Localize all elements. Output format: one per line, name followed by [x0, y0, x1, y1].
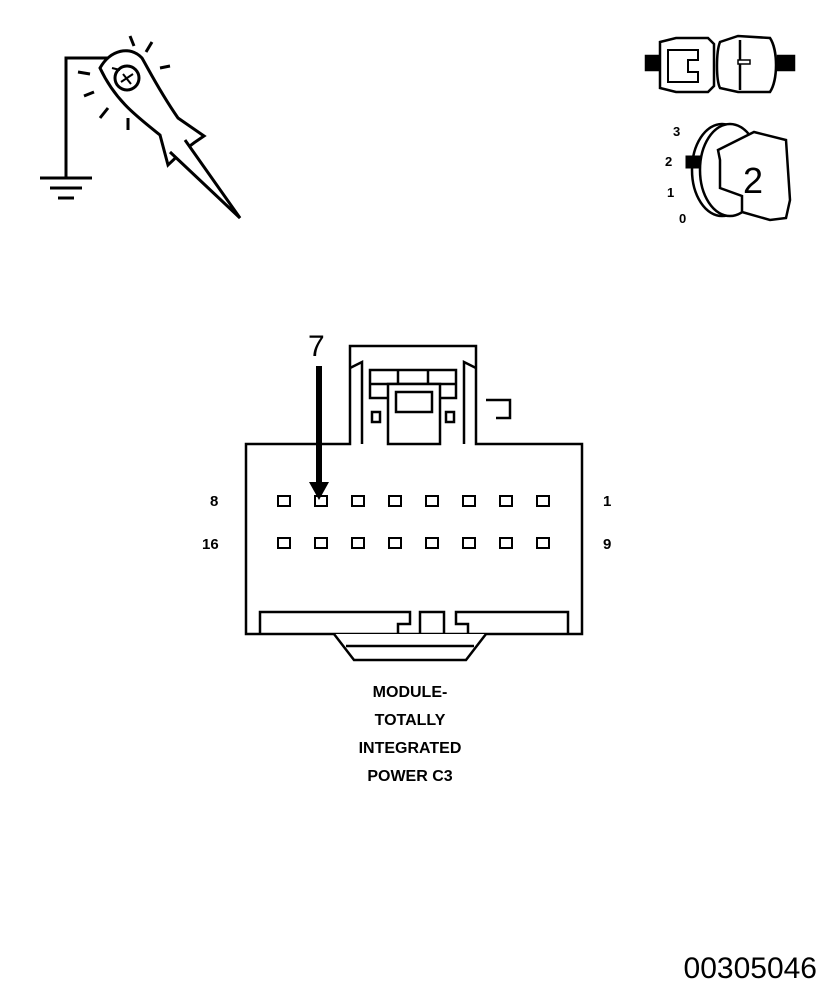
pin-cavity-15 [314, 537, 328, 549]
pin-cavity-16 [277, 537, 291, 549]
highlighted-pin-number: 7 [308, 330, 325, 363]
ignition-position-0: 0 [679, 211, 687, 226]
ignition-position-3: 3 [673, 124, 681, 139]
connector-title-line-2: TOTALLY [374, 712, 446, 729]
pin-cavity-8 [277, 495, 291, 507]
pin-label-bottom-right: 9 [603, 536, 612, 553]
ignition-position-2: 2 [665, 154, 673, 169]
pin-cavity-10 [499, 537, 513, 549]
ignition-key-icon [685, 122, 792, 222]
test-light-probe-icon [64, 35, 242, 220]
pin-label-top-right: 1 [603, 493, 612, 510]
ignition-key-position: 2 [743, 160, 764, 201]
connector-disconnect-icon [644, 34, 796, 94]
pin-cavity-9 [536, 537, 550, 549]
pin-cavity-3 [462, 495, 476, 507]
connector-title-line-1: MODULE- [372, 684, 448, 701]
pin-cavity-6 [351, 495, 365, 507]
connector-c3 [244, 344, 584, 662]
pin-cavity-11 [462, 537, 476, 549]
pin-cavity-1 [536, 495, 550, 507]
pin-cavity-5 [388, 495, 402, 507]
pin-cavity-12 [425, 537, 439, 549]
pin-cavity-7 [314, 495, 328, 507]
pin-label-bottom-left: 16 [202, 536, 219, 553]
pin-cavity-13 [388, 537, 402, 549]
figure-number: 00305046 [683, 952, 817, 985]
pin-cavity-2 [499, 495, 513, 507]
pin-cavity-4 [425, 495, 439, 507]
pin-grid [277, 495, 550, 549]
connector-title-line-4: POWER C3 [367, 768, 453, 785]
pin-pointer-arrow [309, 366, 329, 500]
ignition-position-1: 1 [667, 185, 675, 200]
ground-symbol-icon [40, 176, 92, 200]
connector-title-line-3: INTEGRATED [358, 740, 462, 757]
pin-label-top-left: 8 [210, 493, 219, 510]
pin-cavity-14 [351, 537, 365, 549]
